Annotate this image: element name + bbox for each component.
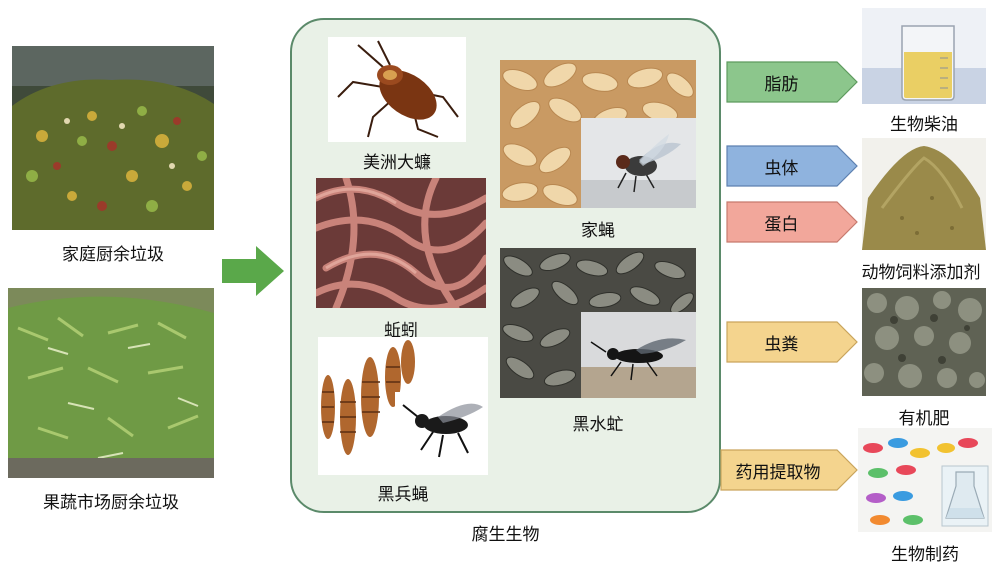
black-soldier-fly-photo [318, 337, 488, 475]
organism-label-black-soldier-fly: 黑兵蝇 [318, 480, 488, 505]
output-tag-fat-label: 脂肪 [726, 61, 837, 103]
product-label-organic-fertilizer: 有机肥 [862, 404, 986, 429]
output-tag-fat: 脂肪 [726, 61, 858, 103]
earthworm-photo [316, 178, 486, 308]
output-tag-medicinal-extract: 药用提取物 [720, 449, 858, 491]
housefly-photo [581, 118, 696, 208]
pills-photo [858, 428, 992, 532]
output-tag-frass-label: 虫粪 [726, 321, 837, 363]
market-vegetable-waste-photo [8, 288, 214, 478]
source-label-market: 果蔬市场厨余垃圾 [8, 488, 214, 513]
output-tag-medicinal-extract-label: 药用提取物 [720, 449, 836, 491]
organism-label-housefly: 家蝇 [500, 216, 696, 241]
output-tag-protein: 蛋白 [726, 201, 858, 243]
organic-fertilizer-photo [862, 288, 986, 396]
output-tag-protein-label: 蛋白 [726, 201, 837, 243]
feed-powder-photo [862, 138, 986, 250]
household-kitchen-waste-photo [12, 46, 214, 230]
source-label-household: 家庭厨余垃圾 [12, 240, 214, 265]
cockroach-photo [328, 37, 466, 142]
output-tag-body: 虫体 [726, 145, 858, 187]
product-label-feed-additive: 动物饲料添加剂 [848, 258, 993, 283]
organisms-panel-title: 腐生生物 [290, 520, 721, 545]
biodiesel-beaker-photo [862, 8, 986, 104]
organism-label-cockroach: 美洲大蠊 [328, 148, 466, 173]
product-label-biodiesel: 生物柴油 [862, 110, 986, 135]
output-tag-body-label: 虫体 [726, 145, 837, 187]
output-tag-frass: 虫粪 [726, 321, 858, 363]
main-flow-arrow [222, 246, 284, 296]
black-soldier-fly-adult-photo [581, 312, 696, 398]
product-label-biopharma: 生物制药 [858, 540, 992, 565]
organism-label-black-soldier-fly-larvae: 黑水虻 [500, 410, 696, 435]
